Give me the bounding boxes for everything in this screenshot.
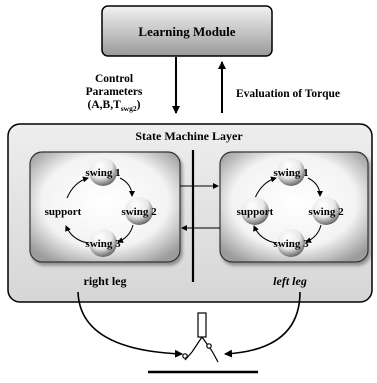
control-params-line2: Parameters: [86, 86, 143, 98]
state-node: [89, 229, 117, 257]
state-support: support: [237, 206, 274, 218]
learning-module-label: Learning Module: [138, 24, 235, 39]
state-swing-3: swing 3: [85, 238, 121, 250]
cycle-arrow: [119, 177, 135, 197]
cycle-arrow: [307, 177, 323, 197]
control-params-line3: (A,B,Tswg2): [88, 99, 141, 113]
left-leg-label: left leg: [273, 274, 307, 288]
state-machine-title: State Machine Layer: [135, 129, 243, 143]
cycle-arrow: [253, 225, 277, 244]
right-leg-label: right leg: [84, 274, 127, 288]
cycle-arrow: [305, 224, 322, 243]
state-swing-3: swing 3: [273, 238, 309, 250]
state-swing-1: swing 1: [273, 167, 308, 179]
state-node: [277, 229, 305, 257]
cycle-arrow: [65, 225, 89, 244]
state-support: support: [45, 206, 82, 218]
state-node: [277, 158, 305, 186]
learning-module-box: Learning Module: [101, 5, 273, 57]
left-leg-state-machine: swing 1 swing 2 swing 3 support: [237, 158, 344, 257]
state-node: [241, 197, 269, 225]
cycle-arrow: [117, 224, 134, 243]
walker-figure-icon: [148, 312, 258, 374]
cycle-arrow: [254, 176, 277, 199]
right-leg-output-arrow: [77, 291, 183, 358]
state-node: [125, 197, 153, 225]
left-leg-panel: [219, 151, 369, 263]
state-node: [312, 197, 340, 225]
state-swing-2: swing 2: [121, 206, 157, 218]
right-leg-state-machine: swing 1 swing 2 swing 3 support: [45, 158, 157, 257]
cycle-arrow: [66, 176, 89, 199]
right-leg-panel: [29, 151, 181, 263]
control-parameters-label: Control Parameters (A,B,Tswg2): [86, 73, 143, 113]
evaluation-label: Evaluation of Torque: [236, 88, 340, 100]
control-params-subscript: swg2: [121, 104, 137, 113]
state-node: [89, 158, 117, 186]
control-params-prefix: (A,B,T: [88, 99, 122, 111]
state-swing-1: swing 1: [85, 167, 120, 179]
state-swing-2: swing 2: [308, 206, 344, 218]
control-params-suffix: ): [137, 99, 141, 111]
left-leg-output-arrow: [224, 291, 301, 358]
control-params-line1: Control: [95, 73, 133, 85]
